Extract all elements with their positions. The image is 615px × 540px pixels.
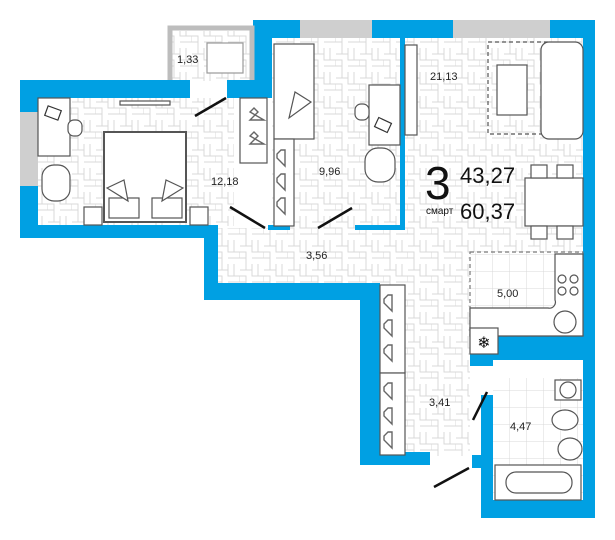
fridge [469, 327, 499, 355]
sofa [540, 41, 584, 140]
tv-stand [404, 44, 418, 136]
armchair [41, 164, 71, 202]
window-bedroom-2 [300, 20, 372, 38]
hanger-icon [383, 382, 393, 401]
chair [67, 119, 83, 137]
laptop-icon [373, 116, 393, 134]
living-area: 43,27 [460, 163, 516, 188]
sink [553, 310, 577, 334]
door-bathroom [471, 391, 489, 421]
pillow [108, 197, 140, 219]
pillow [288, 91, 313, 120]
dining-table [524, 177, 584, 227]
room-area-bedroom-1: 12,18 [211, 176, 239, 188]
hanger-icon [248, 107, 267, 121]
pillow [151, 197, 183, 219]
coffee-table [496, 64, 528, 116]
hanger-icon [383, 407, 393, 426]
hanger-icon [383, 431, 393, 450]
chair [556, 225, 574, 240]
room-area-balcony: 1,33 [177, 54, 199, 66]
nightstand [189, 206, 209, 226]
bathtub-inner [505, 471, 573, 494]
hanger-icon [383, 344, 393, 363]
windows [20, 20, 550, 186]
desk [368, 84, 401, 146]
hanger-icon [276, 149, 286, 168]
chair [530, 164, 548, 179]
door-balcony [194, 96, 227, 118]
room-area-living-room: 21,13 [430, 71, 458, 83]
toilet [551, 409, 579, 431]
hanger-icon [383, 319, 393, 338]
nightstand [83, 206, 103, 226]
hanger-icons [248, 107, 393, 450]
burner [557, 274, 567, 284]
hanger-icon [383, 294, 393, 313]
burner [569, 286, 579, 296]
door-bedroom-2 [317, 206, 353, 230]
balcony-unit [206, 42, 244, 74]
hanger-icon [276, 197, 286, 216]
burner [569, 274, 579, 284]
total-area: 60,37 [460, 199, 516, 224]
doors [194, 96, 489, 489]
hanger-icon [248, 131, 267, 145]
laptop-icon [43, 105, 63, 121]
apartment-type: смарт [426, 206, 454, 217]
armchair [364, 147, 396, 183]
hanger-icon [276, 173, 286, 192]
door-entrance [433, 466, 470, 489]
washbasin [557, 437, 583, 461]
room-area-hallway: 3,56 [306, 250, 328, 262]
rooms-count: 3 [425, 157, 451, 209]
chair [556, 164, 574, 179]
desk [37, 97, 71, 157]
room-area-corridor: 3,41 [429, 397, 451, 409]
room-area-bathroom: 4,47 [510, 421, 532, 433]
snowflake-icon: ❄ [477, 333, 490, 352]
door-bedroom-1 [229, 205, 266, 230]
window-bedroom-1 [20, 112, 38, 186]
room-area-bedroom-2: 9,96 [319, 166, 341, 178]
tv [119, 100, 171, 106]
washing-machine-drum [559, 381, 577, 399]
balcony-railing [167, 25, 255, 80]
chair [354, 103, 370, 121]
blanket-fold [161, 179, 185, 203]
window-living-room [453, 20, 550, 38]
chair [530, 225, 548, 240]
burner [557, 286, 567, 296]
blanket-fold [105, 179, 129, 203]
kitchen-counter [469, 253, 584, 337]
single-bed [273, 43, 315, 140]
room-area-kitchen: 5,00 [497, 288, 519, 300]
